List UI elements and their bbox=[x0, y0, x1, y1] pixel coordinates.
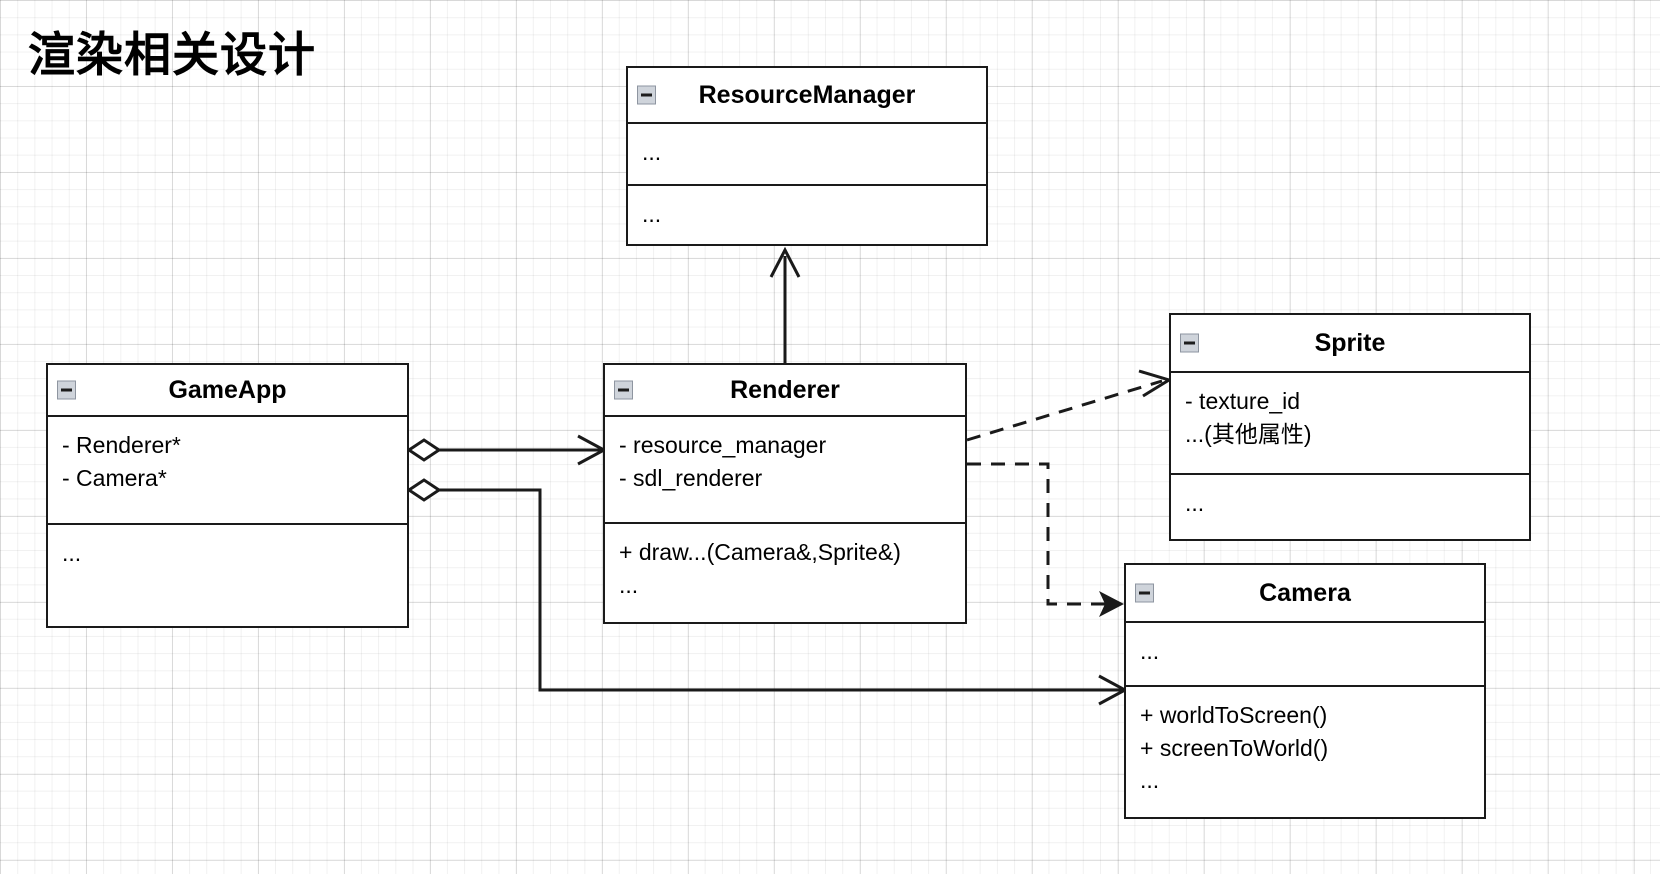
attribute-row: ...(其他属性) bbox=[1185, 420, 1312, 447]
class-box-camera[interactable]: Camera ... + worldToScreen() + screenToW… bbox=[1124, 563, 1486, 819]
class-name-gameapp: GameApp bbox=[168, 375, 287, 404]
dependency-arrowhead-camera bbox=[1099, 591, 1124, 617]
minus-icon[interactable] bbox=[614, 380, 633, 400]
edge-renderer-to-sprite bbox=[966, 369, 1173, 442]
class-attributes-renderer: - resource_manager - sdl_renderer bbox=[605, 417, 965, 522]
page-title: 渲染相关设计 bbox=[28, 28, 316, 81]
class-box-gameapp[interactable]: GameApp - Renderer* - Camera* ... bbox=[46, 363, 409, 628]
minus-icon[interactable] bbox=[57, 380, 76, 400]
class-header-sprite: Sprite bbox=[1171, 315, 1529, 373]
operation-row: ... bbox=[642, 201, 662, 227]
aggregation-diamond-renderer bbox=[406, 438, 442, 462]
minus-icon[interactable] bbox=[637, 85, 656, 105]
class-name-camera: Camera bbox=[1259, 578, 1351, 607]
class-name-resourcemanager: ResourceManager bbox=[698, 80, 916, 109]
operation-row: ... bbox=[1185, 490, 1205, 516]
class-box-sprite[interactable]: Sprite - texture_id ...(其他属性) ... bbox=[1169, 313, 1531, 541]
class-operations-resourcemanager: ... bbox=[628, 184, 986, 244]
class-name-renderer: Renderer bbox=[730, 375, 840, 404]
attribute-row: - Camera* bbox=[62, 464, 167, 491]
class-box-resourcemanager[interactable]: ResourceManager ... ... bbox=[626, 66, 988, 246]
aggregation-diamond-camera bbox=[406, 478, 442, 502]
edge-gameapp-to-renderer bbox=[406, 434, 608, 466]
attribute-row: - resource_manager bbox=[619, 432, 827, 458]
class-box-renderer[interactable]: Renderer - resource_manager - sdl_render… bbox=[603, 363, 967, 624]
edge-renderer-to-resourcemanager bbox=[769, 246, 801, 363]
class-attributes-gameapp: - Renderer* - Camera* bbox=[48, 417, 407, 523]
attribute-row: - Renderer* bbox=[62, 432, 181, 458]
class-name-sprite: Sprite bbox=[1314, 328, 1386, 357]
attribute-row: ... bbox=[1140, 638, 1160, 664]
operation-row: ... bbox=[619, 571, 639, 598]
class-header-resourcemanager: ResourceManager bbox=[628, 68, 986, 124]
edge-renderer-to-camera bbox=[967, 462, 1124, 617]
class-header-camera: Camera bbox=[1126, 565, 1484, 623]
attribute-row: ... bbox=[642, 139, 662, 165]
operation-row: + worldToScreen() bbox=[1140, 702, 1328, 728]
class-header-gameapp: GameApp bbox=[48, 365, 407, 417]
class-operations-renderer: + draw...(Camera&,Sprite&) ... bbox=[605, 522, 965, 622]
class-attributes-resourcemanager: ... bbox=[628, 124, 986, 184]
class-header-renderer: Renderer bbox=[605, 365, 965, 417]
operation-row: ... bbox=[62, 540, 82, 566]
attribute-row: - texture_id bbox=[1185, 388, 1301, 414]
minus-icon[interactable] bbox=[1180, 333, 1199, 353]
operation-row: + draw...(Camera&,Sprite&) bbox=[619, 539, 901, 565]
operation-row: ... bbox=[1140, 767, 1160, 794]
class-attributes-sprite: - texture_id ...(其他属性) bbox=[1171, 373, 1529, 473]
attribute-row: - sdl_renderer bbox=[619, 464, 763, 491]
class-operations-gameapp: ... bbox=[48, 523, 407, 626]
class-operations-camera: + worldToScreen() + screenToWorld() ... bbox=[1126, 685, 1484, 817]
class-attributes-camera: ... bbox=[1126, 623, 1484, 685]
minus-icon[interactable] bbox=[1135, 583, 1154, 603]
class-operations-sprite: ... bbox=[1171, 473, 1529, 541]
operation-row: + screenToWorld() bbox=[1140, 734, 1329, 761]
